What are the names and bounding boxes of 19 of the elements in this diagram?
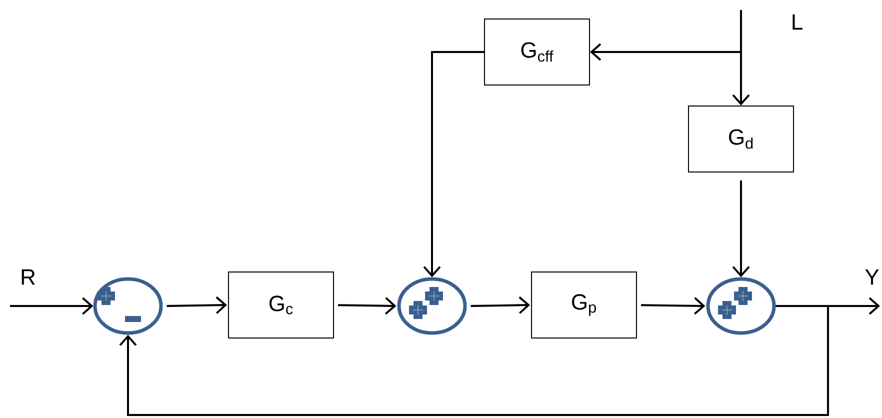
arrow [732,180,750,278]
edge-label: R [19,268,37,286]
arrow [470,296,530,314]
arrow [641,297,706,315]
edge-label: L [790,13,804,31]
arrow [10,297,94,315]
block-box: G$_{d}$ [688,106,794,172]
summing-junction [93,277,163,335]
block-box: G$_{c}$ [228,272,334,338]
summing-junction [397,277,467,335]
edge-label: Y [864,268,880,286]
block-box: G$_{p}$ [531,272,637,338]
arrow [732,10,750,106]
arrow [166,296,227,314]
arrow [119,305,829,416]
arrow [423,51,484,278]
summing-junction [706,277,776,335]
block-box: G$_{cff}$ [484,18,590,86]
arrow [338,297,396,315]
